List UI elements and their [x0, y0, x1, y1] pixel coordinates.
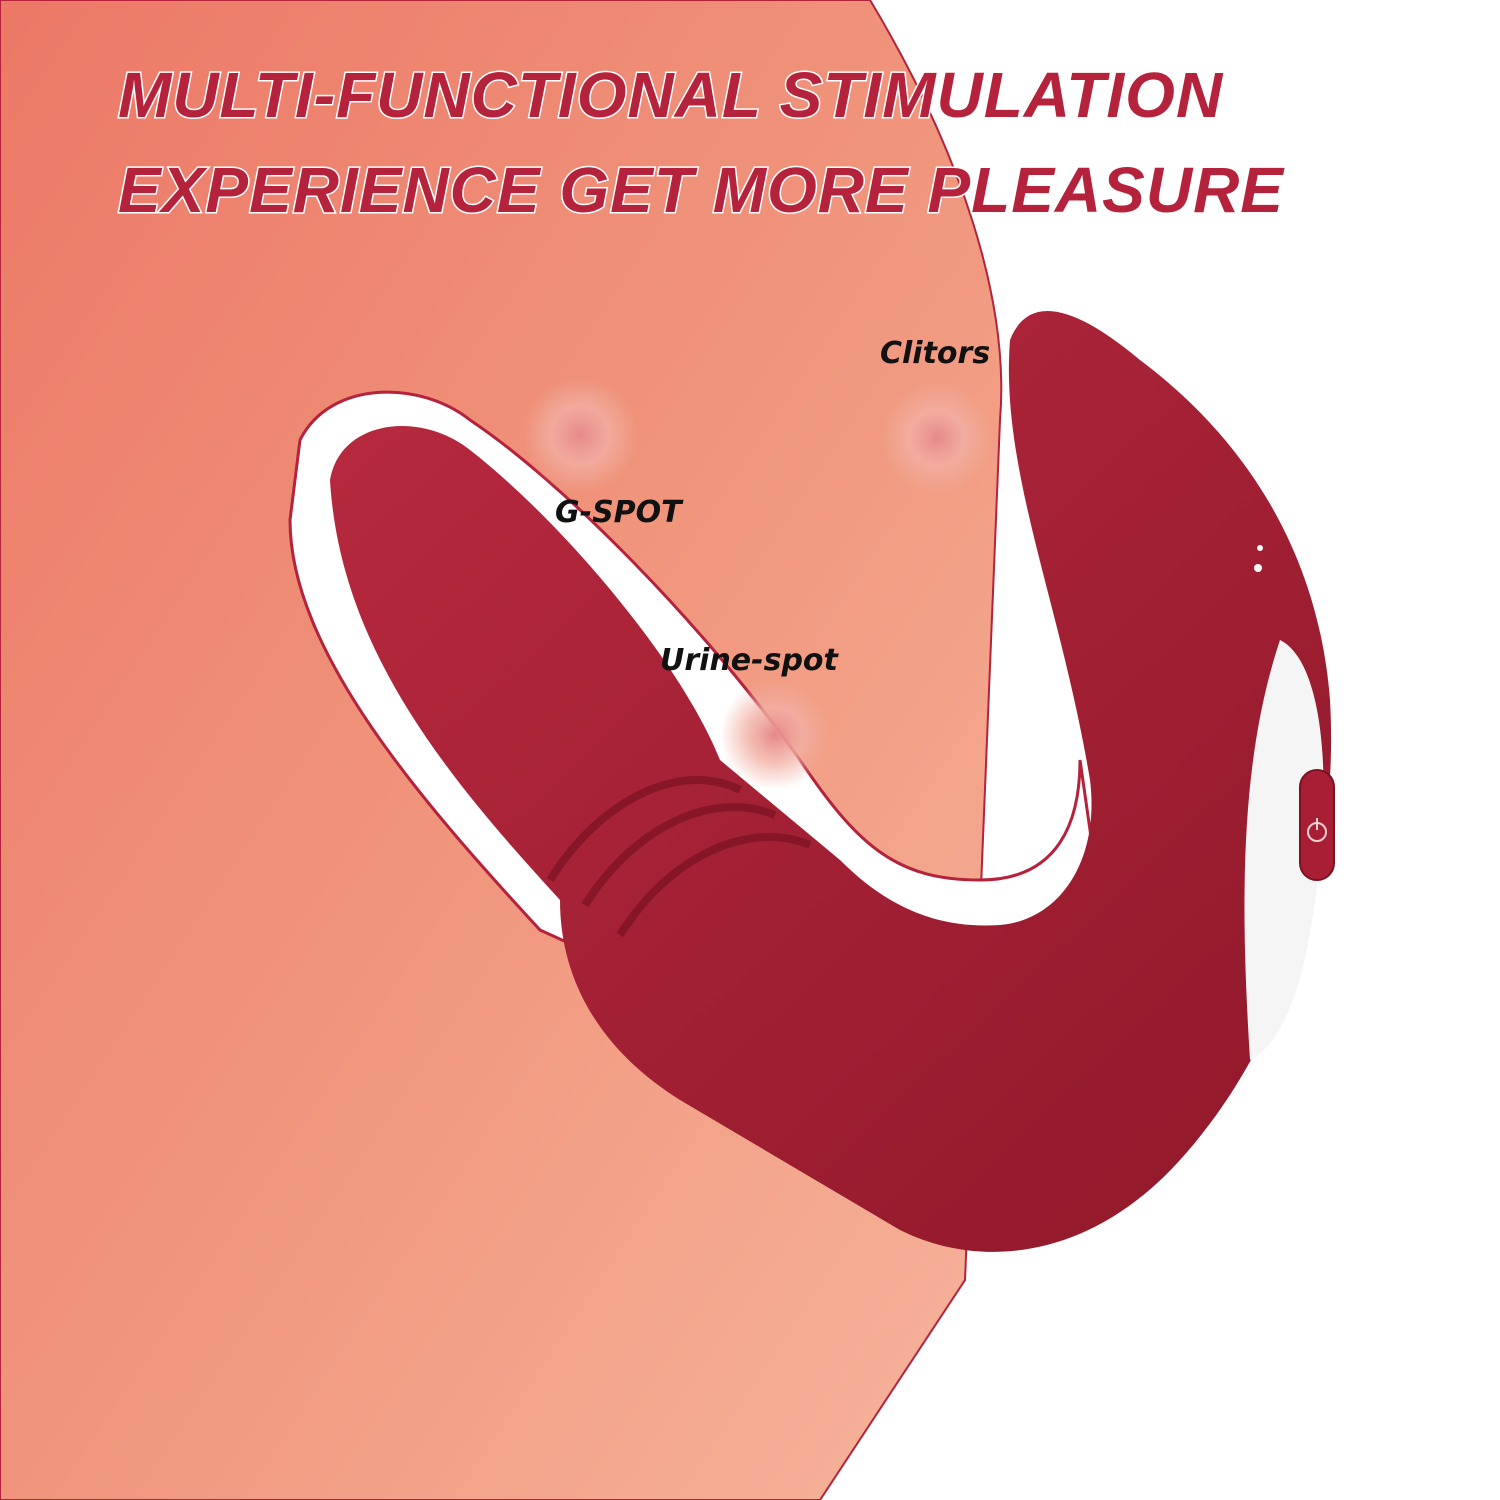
control-panel: [1244, 640, 1324, 1060]
g-spot-marker: [522, 377, 638, 493]
label-clitoris: Clitors: [880, 336, 991, 371]
headline-line-2: EXPERIENCE GET MORE PLEASURE: [117, 153, 1285, 228]
power-button[interactable]: [1299, 769, 1335, 881]
headline-line-1: MULTI-FUNCTIONAL STIMULATION: [117, 58, 1224, 133]
urine-spot-marker: [720, 680, 830, 790]
label-urine-spot: Urine-spot: [660, 643, 838, 678]
clitoris-marker: [882, 383, 992, 493]
indicator-dot: [1257, 545, 1263, 551]
indicator-dot: [1254, 564, 1262, 572]
label-g-spot: G-SPOT: [555, 495, 682, 530]
ribbed-section: [546, 776, 812, 938]
product-body: [330, 311, 1332, 1252]
